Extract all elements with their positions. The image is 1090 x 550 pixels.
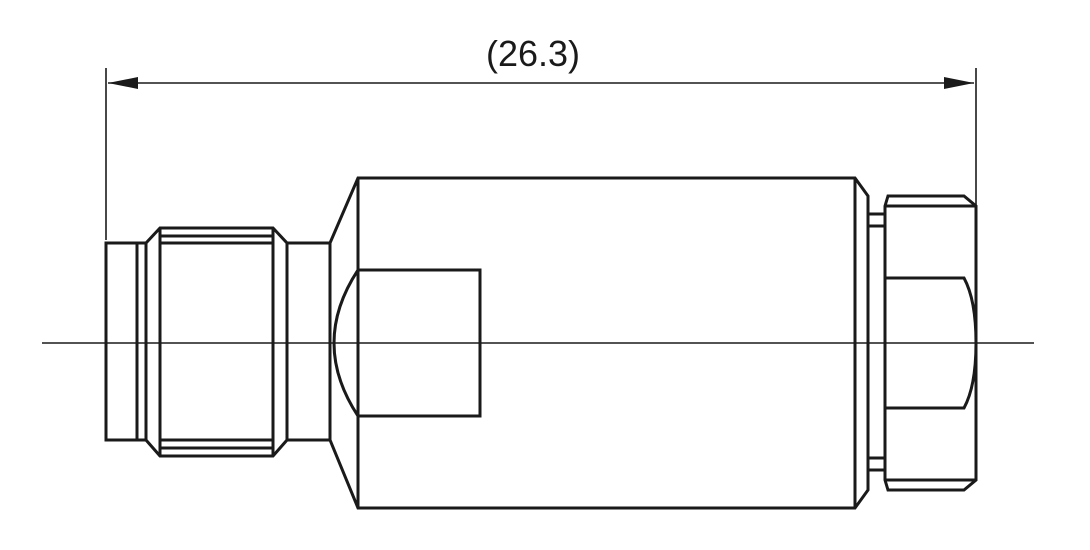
hex-nut-upper-flat [885,276,978,344]
main-body [328,176,870,510]
collar-ring [866,212,887,472]
dimension-arrow-right [944,77,974,89]
overall-length-dimension: (26.3) [105,33,977,240]
left-plug [104,241,148,442]
threaded-coupling [144,226,289,458]
overall-length-label: (26.3) [486,33,580,74]
hex-nut [883,194,978,492]
dimension-arrow-left [108,77,138,89]
left-plug-face [104,241,148,442]
inner-bore-cone [332,269,360,417]
coupling-body [144,226,289,458]
coupling-neck [285,241,332,442]
collar [866,212,887,472]
main-body-outline [328,176,870,510]
inner-bore [358,268,482,418]
hex-nut-lower-flat [885,342,978,410]
